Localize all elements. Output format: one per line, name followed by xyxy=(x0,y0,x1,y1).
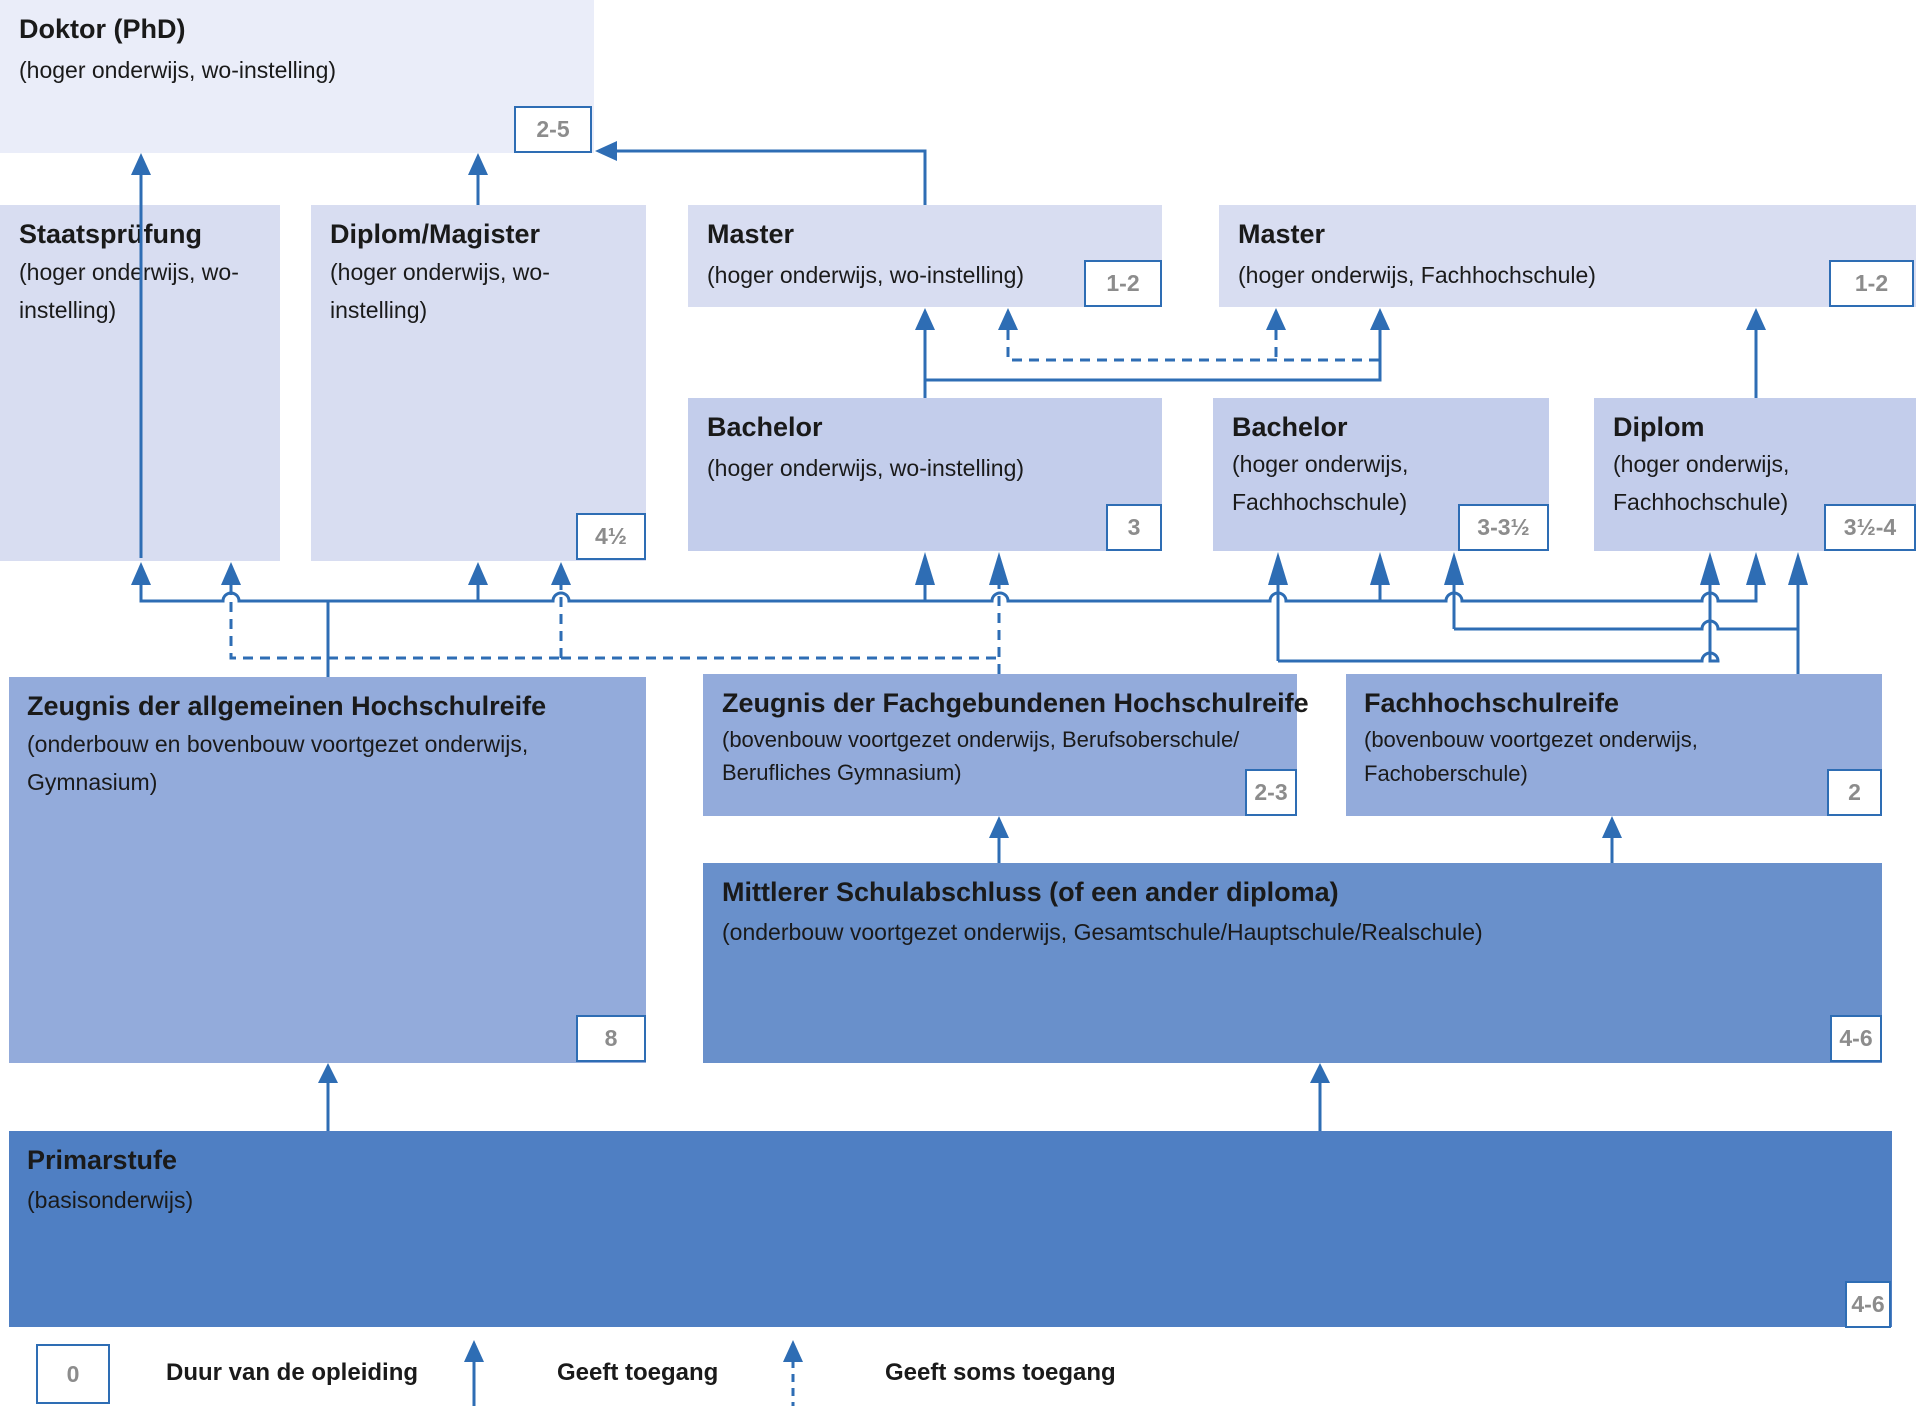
box-mittlerer-schulabschluss: Mittlerer Schulabschluss (of een ander d… xyxy=(703,863,1882,1063)
zeugnis-fach-subtitle: (bovenbouw voortgezet onderwijs, Berufso… xyxy=(722,727,1240,785)
legend-solid-arrow-icon xyxy=(464,1340,484,1406)
mittlerer-subtitle: (onderbouw voortgezet onderwijs, Gesamts… xyxy=(722,919,1483,945)
bachelor-fh-subtitle: (hoger onderwijs, Fachhochschule) xyxy=(1232,451,1409,515)
legend-access-label: Geeft toegang xyxy=(557,1359,719,1386)
diplom-fh-subtitle: (hoger onderwijs, Fachhochschule) xyxy=(1613,451,1790,515)
box-master-fh: Master (hoger onderwijs, Fachhochschule)… xyxy=(1219,205,1916,307)
box-bachelor-fh: Bachelor (hoger onderwijs, Fachhochschul… xyxy=(1213,398,1549,551)
zeugnis-fach-title: Zeugnis der Fachgebundenen Hochschulreif… xyxy=(722,688,1309,718)
doktor-title: Doktor (PhD) xyxy=(19,14,186,44)
bachelor-fh-title: Bachelor xyxy=(1232,412,1348,442)
zeugnis-fach-duration: 2-3 xyxy=(1245,769,1297,816)
diplom-magister-duration: 4½ xyxy=(576,513,646,560)
bachelor-wo-duration: 3 xyxy=(1106,504,1162,551)
diplom-fh-duration: 3½-4 xyxy=(1824,504,1916,551)
legend-duration-label: Duur van de opleiding xyxy=(166,1359,419,1386)
legend-duration-sample: 0 xyxy=(36,1344,110,1404)
master-wo-title: Master xyxy=(707,219,795,249)
arrow-dashed-fach-to-staats xyxy=(229,585,563,660)
diplom-magister-subtitle: (hoger onderwijs, wo-instelling) xyxy=(330,259,550,323)
box-fachhochschulreife: Fachhochschulreife (bovenbouw voortgezet… xyxy=(1346,674,1882,816)
arrow-bus-allgemein xyxy=(139,585,1758,603)
staats-title: Staatsprüfung xyxy=(19,219,203,249)
zeugnis-allgemein-title: Zeugnis der allgemeinen Hochschulreife xyxy=(27,691,547,721)
box-diplom-magister: Diplom/Magister (hoger onderwijs, wo-ins… xyxy=(311,205,646,561)
arrow-fach-to-diplom xyxy=(1278,585,1720,663)
box-master-wo: Master (hoger onderwijs, wo-instelling) … xyxy=(688,205,1162,307)
box-primarstufe: Primarstufe (basisonderwijs) 4-6 xyxy=(9,1131,1892,1328)
bachelor-wo-subtitle: (hoger onderwijs, wo-instelling) xyxy=(707,455,1025,481)
primarstufe-subtitle: (basisonderwijs) xyxy=(27,1187,194,1213)
diplom-magister-title: Diplom/Magister xyxy=(330,219,541,249)
arrow-fhreife-bus xyxy=(1454,619,1800,674)
box-bachelor-wo: Bachelor (hoger onderwijs, wo-instelling… xyxy=(688,398,1162,551)
arrow-master-to-doktor xyxy=(612,149,927,205)
legend-sometimes-label: Geeft soms toegang xyxy=(885,1359,1116,1386)
arrow-dashed-master-link xyxy=(1006,330,1380,362)
box-diplom-fh: Diplom (hoger onderwijs, Fachhochschule)… xyxy=(1594,398,1916,551)
fachhochschulreife-title: Fachhochschulreife xyxy=(1364,688,1620,718)
zeugnis-allgemein-subtitle: (onderbouw en bovenbouw voortgezet onder… xyxy=(27,731,529,795)
master-wo-subtitle: (hoger onderwijs, wo-instelling) xyxy=(707,262,1025,288)
fachhochschulreife-subtitle: (bovenbouw voortgezet onderwijs, Fachobe… xyxy=(1364,727,1698,786)
primarstufe-title: Primarstufe xyxy=(27,1145,178,1175)
bachelor-wo-title: Bachelor xyxy=(707,412,823,442)
zeugnis-allgemein-duration: 8 xyxy=(576,1015,646,1062)
master-fh-duration: 1-2 xyxy=(1829,260,1914,307)
bachelor-fh-duration: 3-3½ xyxy=(1458,504,1549,551)
staats-subtitle: (hoger onderwijs, wo-instelling) xyxy=(19,259,239,323)
master-fh-subtitle: (hoger onderwijs, Fachhochschule) xyxy=(1238,262,1596,288)
arrow-bachelor-fh-to-master-fh xyxy=(925,330,1382,382)
primarstufe-duration: 4-6 xyxy=(1845,1281,1891,1328)
mittlerer-duration: 4-6 xyxy=(1830,1015,1882,1062)
master-fh-title: Master xyxy=(1238,219,1326,249)
box-zeugnis-allgemein: Zeugnis der allgemeinen Hochschulreife (… xyxy=(9,677,646,1063)
doktor-duration: 2-5 xyxy=(514,106,592,153)
fachhochschulreife-duration: 2 xyxy=(1827,769,1882,816)
diplom-fh-title: Diplom xyxy=(1613,412,1705,442)
box-doktor: Doktor (PhD) (hoger onderwijs, wo-instel… xyxy=(0,0,594,153)
doktor-subtitle: (hoger onderwijs, wo-instelling) xyxy=(19,57,337,83)
master-wo-duration: 1-2 xyxy=(1084,260,1162,307)
mittlerer-title: Mittlerer Schulabschluss (of een ander d… xyxy=(722,877,1339,907)
legend-dashed-arrow-icon xyxy=(783,1340,803,1406)
box-zeugnis-fachgebunden: Zeugnis der Fachgebundenen Hochschulreif… xyxy=(703,674,1309,816)
